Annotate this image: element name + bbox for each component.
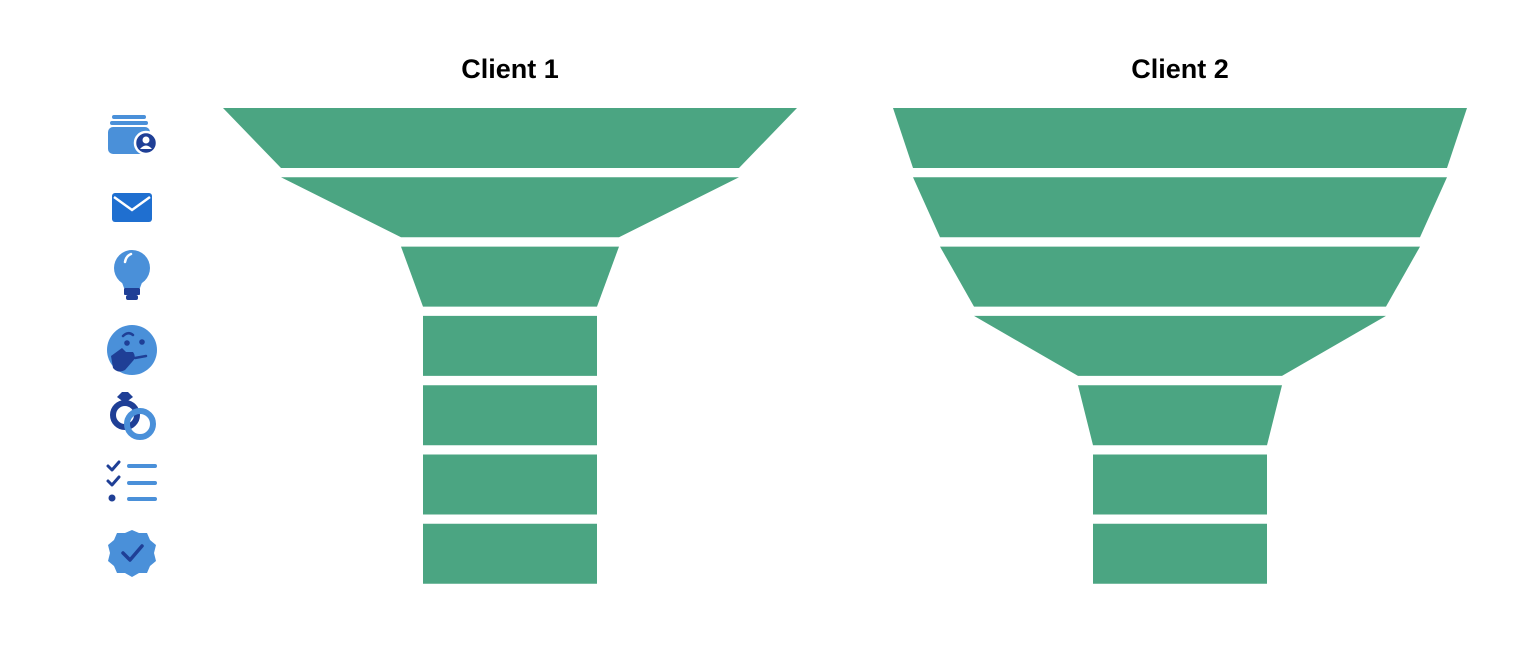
funnel-client-1: Client 1 (223, 54, 797, 584)
funnel-stage-5 (423, 385, 597, 446)
stage-icons (106, 115, 159, 577)
funnel-stage-2 (913, 177, 1447, 238)
funnel-stage-1 (223, 108, 797, 168)
envelope-icon (112, 193, 152, 222)
funnel-stage-7 (423, 523, 597, 584)
lightbulb-icon (114, 250, 150, 300)
funnel-stages (893, 108, 1467, 584)
funnel-stage-3 (401, 246, 619, 307)
funnel-title: Client 2 (1131, 54, 1229, 84)
funnel-stage-1 (893, 108, 1467, 168)
funnel-title: Client 1 (461, 54, 559, 84)
funnel-stage-2 (281, 177, 739, 238)
funnel-stage-7 (1093, 523, 1267, 584)
funnel-stage-4 (423, 315, 597, 376)
funnel-stage-6 (1093, 454, 1267, 515)
funnel-stages (223, 108, 797, 584)
funnel-stage-3 (940, 246, 1420, 307)
funnel-stage-4 (974, 315, 1386, 376)
funnel-stage-5 (1078, 385, 1282, 446)
funnel-client-2: Client 2 (893, 54, 1467, 584)
funnel-stage-6 (423, 454, 597, 515)
contact-card-icon (108, 115, 159, 156)
checklist-icon (106, 460, 157, 502)
verified-badge-icon (108, 530, 156, 577)
thinking-face-icon (107, 325, 157, 375)
rings-icon (110, 392, 156, 440)
